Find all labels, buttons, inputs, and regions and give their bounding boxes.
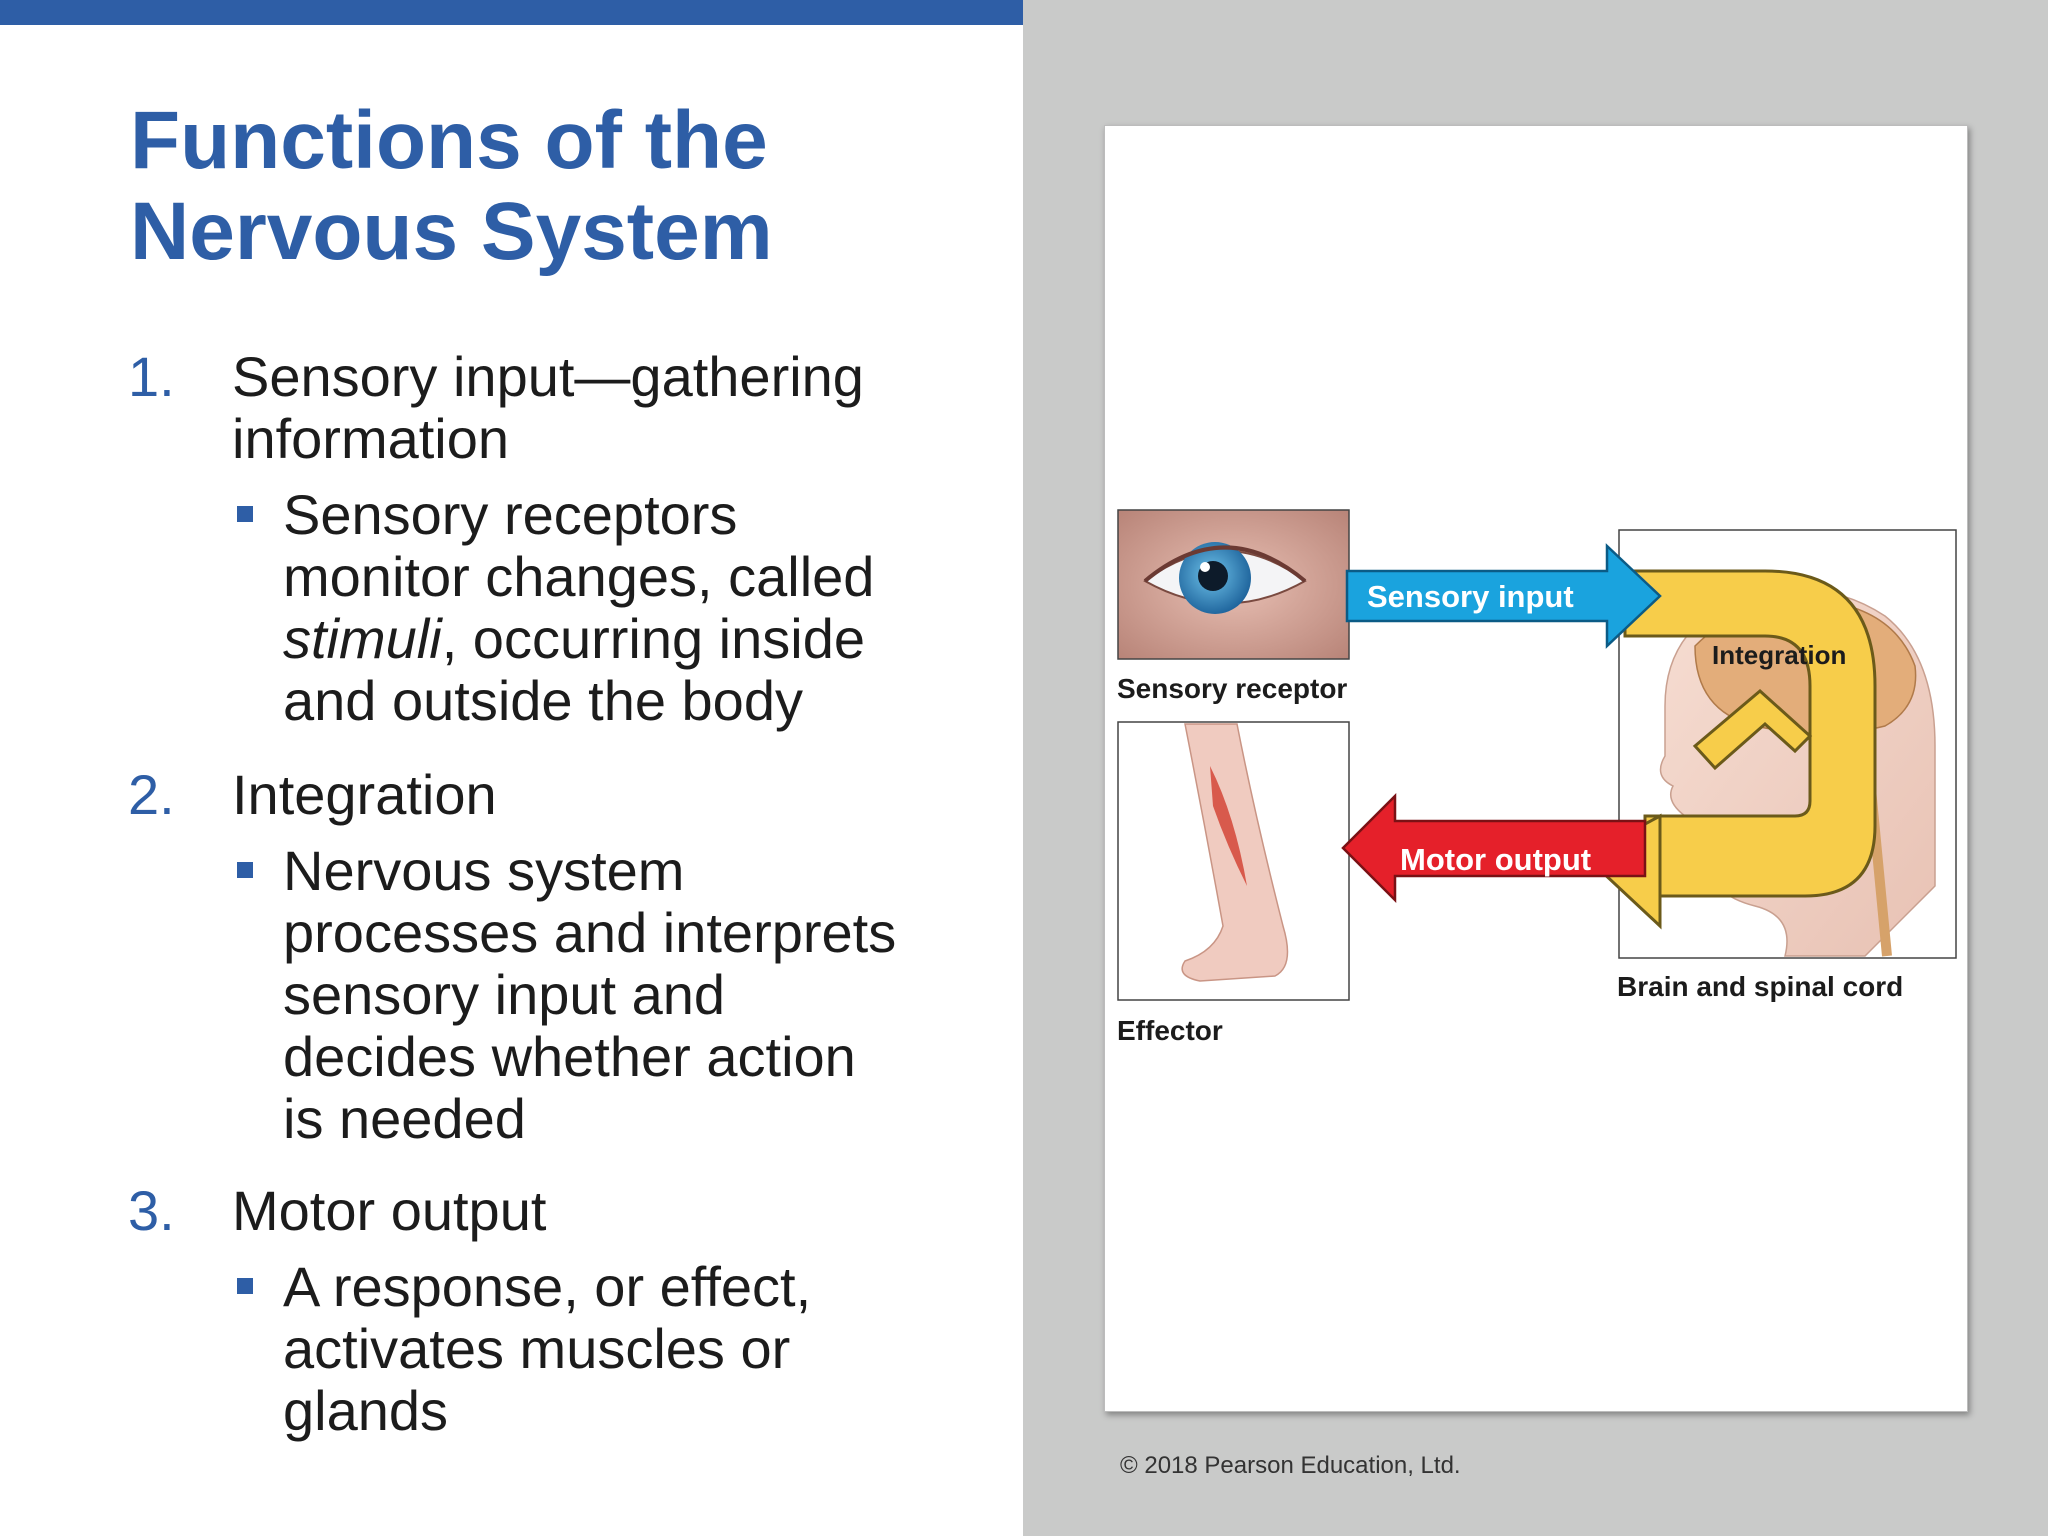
sub-bullet: A response, or effect, activates muscles… [128, 1256, 1008, 1442]
brain-caption: Brain and spinal cord [1617, 971, 1903, 1002]
sub-line: processes and interprets [283, 901, 897, 964]
item-heading: Sensory input—gathering information [232, 346, 1008, 470]
sensory-input-label: Sensory input [1367, 579, 1574, 614]
sub-line: activates muscles or [283, 1317, 791, 1380]
list-item-sensory-input: 1. Sensory input—gathering information S… [128, 346, 1008, 732]
sub-line: Nervous system [283, 839, 685, 902]
integration-label: Integration [1712, 640, 1846, 670]
title-line-2: Nervous System [130, 186, 773, 277]
diagram-svg: Sensory input Integration Motor output S… [1117, 509, 1957, 1046]
motor-output-arrow [1341, 792, 1647, 904]
italic-term: stimuli [283, 607, 442, 670]
leg-illustration [1117, 721, 1350, 1001]
motor-output-label: Motor output [1400, 842, 1591, 877]
list-item-integration: 2. Integration Nervous system processes … [128, 764, 1008, 1150]
slide-text-panel: Functions of the Nervous System 1. Senso… [0, 0, 1023, 1536]
sub-bullet-text: Sensory receptors monitor changes, calle… [283, 484, 1008, 732]
sub-line: glands [283, 1379, 449, 1442]
list-number: 2. [128, 763, 175, 826]
nervous-system-diagram: Sensory input Integration Motor output S… [1104, 125, 1968, 1412]
sub-line: , occurring inside [441, 607, 865, 670]
slide-title: Functions of the Nervous System [130, 95, 990, 277]
sub-line: A response, or effect, [283, 1255, 812, 1318]
sensory-receptor-caption: Sensory receptor [1117, 673, 1347, 704]
effector-caption: Effector [1117, 1015, 1223, 1046]
list-number: 1. [128, 345, 175, 408]
sub-line: Sensory receptors [283, 483, 738, 546]
sub-bullet-text: Nervous system processes and interprets … [283, 840, 1008, 1150]
heading-line: Motor output [232, 1179, 547, 1242]
sub-line: sensory input and [283, 963, 726, 1026]
sub-bullet-text: A response, or effect, activates muscles… [283, 1256, 1008, 1442]
sensory-input-arrow [1345, 543, 1662, 649]
title-line-1: Functions of the [130, 95, 768, 186]
heading-line: Integration [232, 763, 497, 826]
heading-line: Sensory input—gathering [232, 345, 864, 408]
list-item-motor-output: 3. Motor output A response, or effect, a… [128, 1180, 1008, 1442]
item-heading: Motor output [232, 1180, 1008, 1242]
square-bullet-icon [237, 1278, 253, 1294]
sub-bullet: Sensory receptors monitor changes, calle… [128, 484, 1008, 732]
square-bullet-icon [237, 506, 253, 522]
top-accent-bar [0, 0, 1023, 25]
item-heading: Integration [232, 764, 1008, 826]
sub-line: and outside the body [283, 669, 803, 732]
list-number: 3. [128, 1179, 175, 1242]
heading-line: information [232, 407, 510, 470]
sub-line: is needed [283, 1087, 526, 1150]
sub-line: monitor changes, called [283, 545, 875, 608]
sub-line: decides whether action [283, 1025, 856, 1088]
numbered-list: 1. Sensory input—gathering information S… [128, 346, 1008, 1442]
sub-bullet: Nervous system processes and interprets … [128, 840, 1008, 1150]
square-bullet-icon [237, 862, 253, 878]
eye-illustration [1117, 509, 1350, 660]
copyright-notice: © 2018 Pearson Education, Ltd. [1120, 1452, 1461, 1479]
